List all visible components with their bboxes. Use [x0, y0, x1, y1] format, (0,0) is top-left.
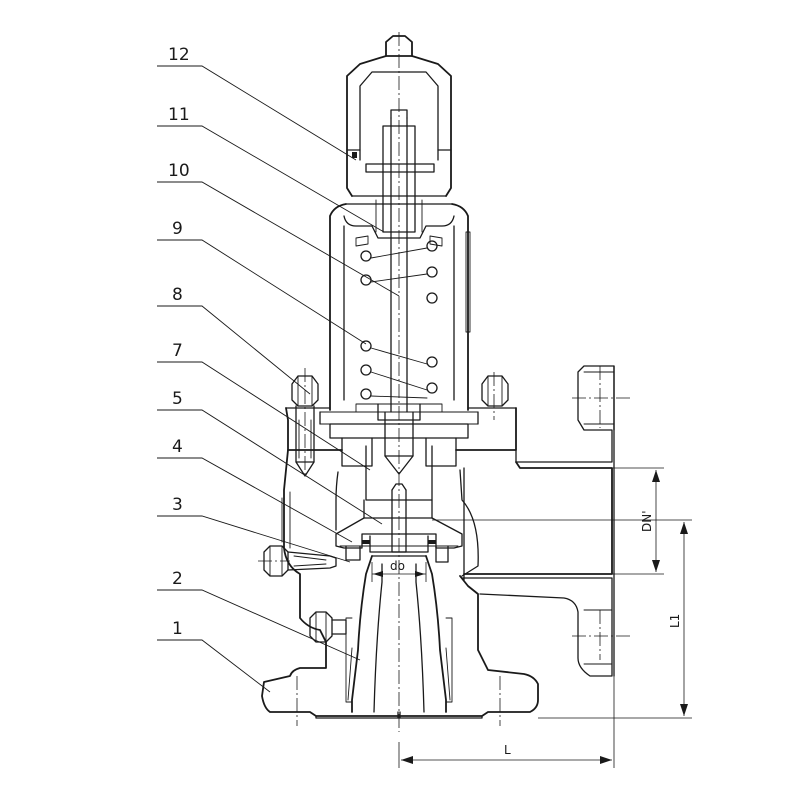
part-number-4: 4: [172, 437, 183, 457]
dimension-dn: DN': [612, 467, 664, 575]
part-number-3: 3: [172, 495, 183, 515]
part-number-12: 12: [168, 45, 190, 65]
part-number-9: 9: [172, 219, 183, 239]
l-label: L: [504, 743, 511, 757]
part-number-10: 10: [168, 161, 190, 181]
part-number-labels: 12 11 10 9 8 7 5 4 3 2 1: [168, 45, 190, 639]
part-number-11: 11: [168, 105, 190, 125]
bonnet: [329, 203, 471, 411]
disc-assembly: [335, 483, 463, 563]
dimension-l: L: [398, 676, 615, 768]
bonnet-bolts: [291, 375, 509, 477]
part-number-1: 1: [172, 619, 183, 639]
dimension-l1: L1: [432, 519, 692, 719]
part-number-2: 2: [172, 569, 183, 589]
stem: [375, 109, 423, 413]
nozzle: [345, 555, 453, 719]
valve-body: [261, 365, 615, 719]
guide-assembly: [319, 403, 479, 501]
dimension-do: do: [371, 559, 427, 582]
part-number-5: 5: [172, 389, 183, 409]
dn-label: DN': [640, 510, 654, 532]
center-lines: [258, 32, 630, 732]
part-number-7: 7: [172, 341, 183, 361]
cap: [346, 35, 452, 197]
l1-label: L1: [668, 614, 682, 628]
do-label: do: [390, 559, 405, 573]
leader-lines: [157, 65, 400, 693]
adjusting-ring-screw: [263, 545, 347, 643]
part-number-8: 8: [172, 285, 183, 305]
